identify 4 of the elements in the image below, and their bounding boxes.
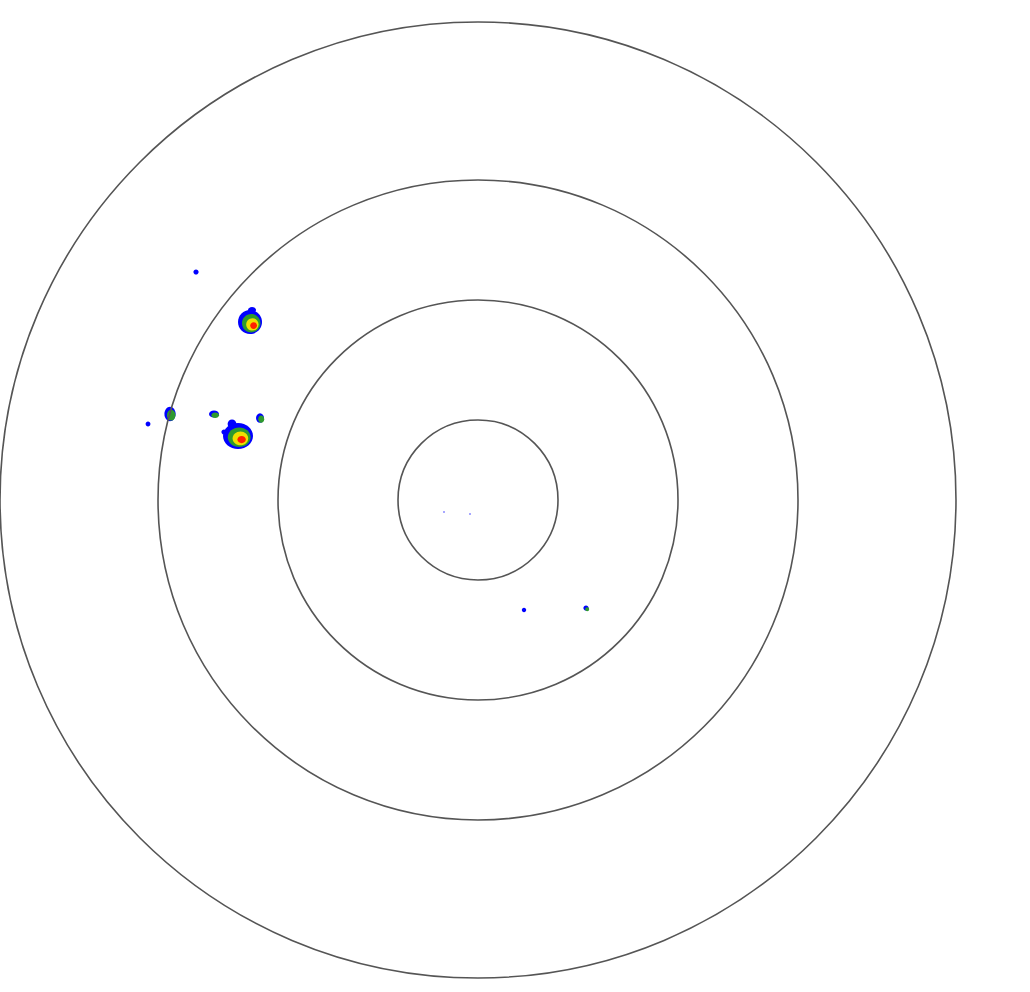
range-ring	[0, 21, 957, 979]
range-ring	[397, 419, 559, 581]
range-ring	[277, 299, 679, 701]
range-ring	[157, 179, 799, 821]
